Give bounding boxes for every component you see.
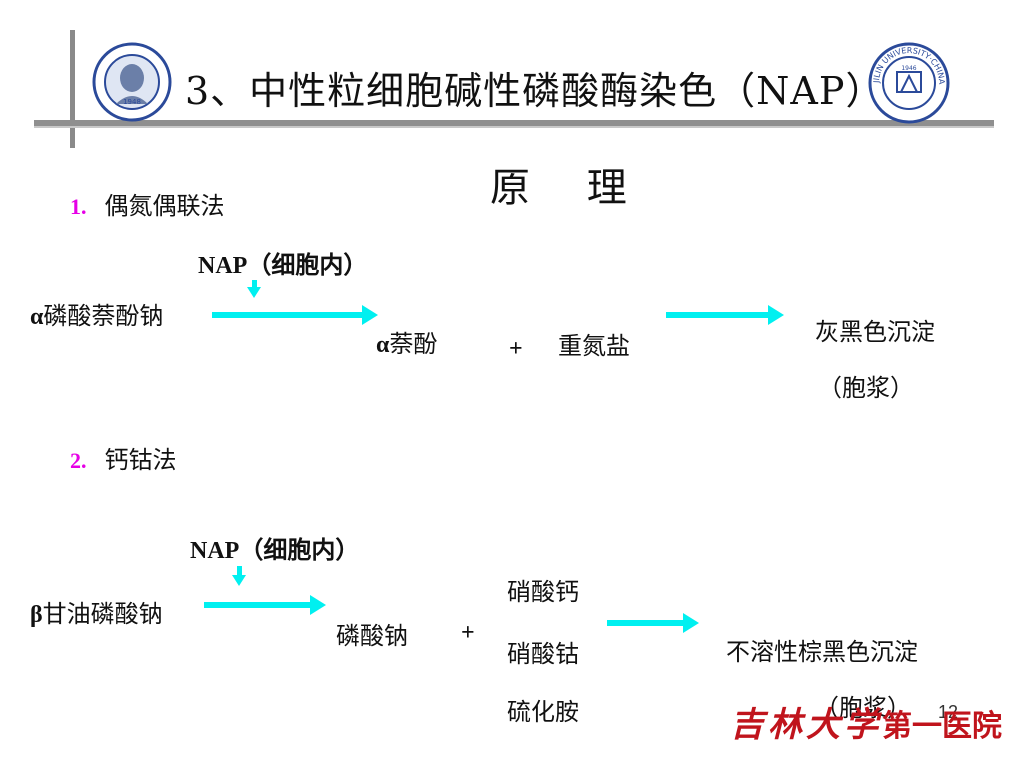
method-2-substrate: β甘油磷酸钠 bbox=[30, 600, 163, 628]
method-1-number: 1. bbox=[70, 194, 87, 219]
method-1-arrow-1 bbox=[212, 305, 378, 325]
method-2-reagent-3: 硫化胺 bbox=[507, 698, 579, 726]
method-1-product: α萘酚 bbox=[376, 330, 438, 358]
method-1-result-location: （胞浆） bbox=[818, 374, 914, 402]
method-1-enzyme-label: NAP（细胞内） bbox=[198, 253, 368, 279]
method-1-result: 灰黑色沉淀 bbox=[815, 318, 935, 346]
method-2-enzyme-down-arrow bbox=[232, 566, 246, 586]
method-2-result: 不溶性棕黑色沉淀 bbox=[726, 638, 918, 666]
brand-calligraphy: 吉林大学 bbox=[730, 705, 882, 745]
section-subtitle: 原 理 bbox=[490, 165, 649, 211]
method-2-plus: + bbox=[461, 620, 475, 646]
university-seal-icon: JILIN UNIVERSITY·CHINA 1946 bbox=[868, 42, 950, 124]
brand-text: 第一医院 bbox=[882, 709, 1002, 744]
method-1-arrow-2 bbox=[666, 305, 784, 325]
method-2-number: 2. bbox=[70, 448, 87, 473]
method-1-name: 偶氮偶联法 bbox=[104, 192, 225, 220]
method-1-reagent: 重氮盐 bbox=[558, 332, 630, 360]
hospital-brand-logo: 吉林大学第一医院 bbox=[730, 697, 1002, 746]
svg-text:1946: 1946 bbox=[901, 65, 916, 72]
page-number: 12 bbox=[938, 702, 959, 722]
method-2-reagent-1: 硝酸钙 bbox=[507, 578, 579, 606]
header-rule-shadow bbox=[34, 126, 994, 128]
header-vertical-rule bbox=[70, 30, 75, 148]
method-1-plus: + bbox=[509, 336, 523, 362]
method-2-arrow-2 bbox=[607, 613, 699, 633]
method-2-reagent-2: 硝酸钴 bbox=[507, 640, 579, 668]
method-2-heading: 2. 钙钴法 bbox=[70, 440, 177, 475]
method-2-name: 钙钴法 bbox=[104, 446, 177, 474]
hospital-seal-icon: 1948 bbox=[92, 42, 172, 122]
method-2-product: 磷酸钠 bbox=[336, 622, 408, 650]
method-1-enzyme-down-arrow bbox=[247, 280, 261, 298]
svg-text:1948: 1948 bbox=[123, 98, 141, 106]
method-2-result-location: （胞浆） bbox=[815, 694, 911, 722]
method-1-substrate: α磷酸萘酚钠 bbox=[30, 302, 164, 330]
header-horizontal-rule bbox=[34, 120, 994, 126]
slide-title: 3、中性粒细胞碱性磷酸酶染色（NAP） bbox=[185, 69, 885, 113]
method-1-heading: 1. 偶氮偶联法 bbox=[70, 186, 225, 221]
method-2-arrow-1 bbox=[204, 595, 326, 615]
method-2-enzyme-label: NAP（细胞内） bbox=[190, 538, 360, 564]
